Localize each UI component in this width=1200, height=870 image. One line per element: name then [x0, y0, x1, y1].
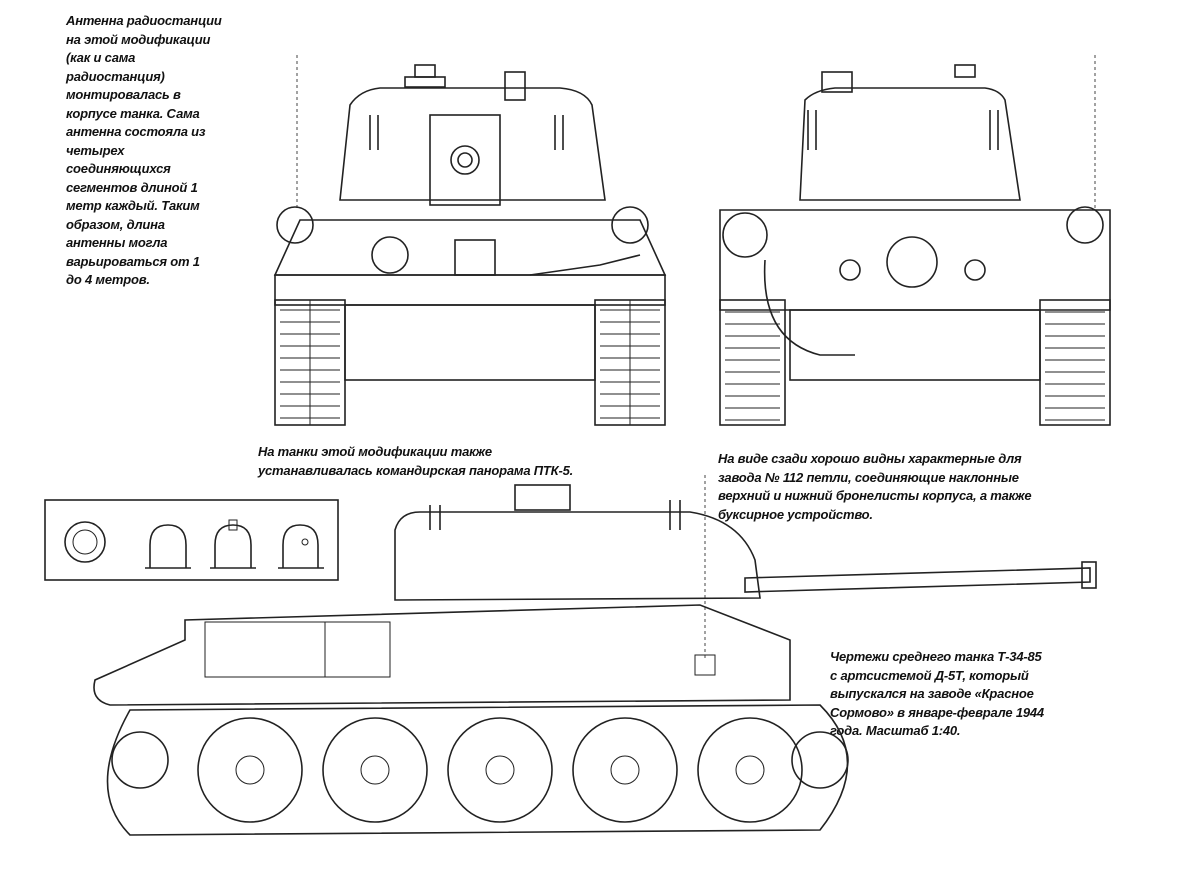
caption-line: Сормово» в январе-феврале 1944 [830, 704, 1044, 720]
caption-line: варьироваться от 1 [66, 253, 200, 269]
caption-line: (как и сама [66, 50, 136, 65]
tank-side-view [93, 475, 1097, 836]
caption-line: года. Масштаб 1:40. [830, 723, 961, 738]
caption-line: устанавливалась командирская панорама ПТ… [258, 462, 574, 478]
caption-line: с артсистемой Д-5Т, который [830, 667, 1029, 683]
panorama-caption: На танки этой модификации также устанавли… [258, 443, 573, 480]
caption-line: верхний и нижний бронелисты корпуса, а т… [718, 488, 1032, 503]
caption-line: Антенна радиостанции [66, 13, 222, 28]
caption-line: монтировалась в [66, 87, 181, 102]
caption-line: Чертежи среднего танка Т-34-85 [830, 649, 1042, 664]
caption-line: образом, длина [66, 216, 165, 232]
rear-view-drawing [719, 55, 1111, 426]
caption-line: радиостанция) [66, 68, 165, 84]
caption-line: корпусе танка. Сама [66, 105, 200, 121]
antenna-caption: Антенна радиостанции на этой модификации (… [66, 12, 222, 290]
cupola-top-icon [64, 521, 106, 563]
commander-cupola-inset [44, 499, 339, 581]
drawing-info-caption: Чертежи среднего танка Т-34-85 с артсисте… [830, 648, 1044, 741]
caption-line: метр каждый. Таким [66, 198, 200, 213]
rear-view-caption: На виде сзади хорошо видны характерные д… [718, 450, 1032, 524]
front-view-drawing [273, 55, 667, 426]
caption-line: завода № 112 петли, соединяющие наклонны… [718, 469, 1019, 485]
caption-line: сегментов длиной 1 [66, 179, 198, 195]
caption-line: антенна состояла из [66, 124, 206, 139]
caption-line: буксирное устройство. [718, 506, 873, 522]
caption-line: четырех [66, 142, 125, 158]
caption-line: до 4 метров. [66, 272, 150, 287]
caption-line: на этой модификации [66, 31, 211, 47]
caption-line: На виде сзади хорошо видны характерные д… [718, 451, 1022, 466]
caption-line: соединяющихся [66, 161, 171, 176]
caption-line: антенны могла [66, 235, 168, 250]
caption-line: выпускался на заводе «Красное [830, 686, 1034, 701]
caption-line: На танки этой модификации также [258, 444, 492, 459]
road-wheels [197, 717, 803, 823]
